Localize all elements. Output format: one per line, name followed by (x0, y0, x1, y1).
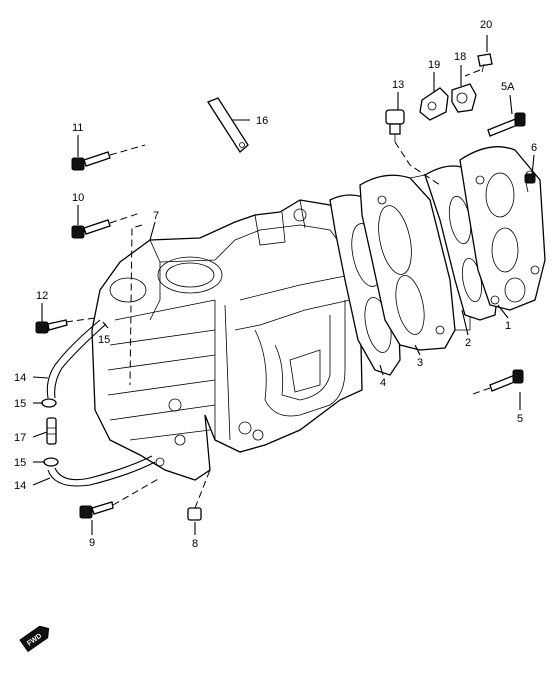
leader-11 (109, 144, 146, 156)
head-cover-1 (459, 146, 546, 311)
bolt-9 (79, 501, 114, 519)
callout-14-top: 14 (14, 372, 26, 384)
callout-16: 16 (256, 115, 268, 127)
callout-19: 19 (428, 59, 440, 71)
callout-leaders (32, 35, 535, 535)
clip-15-lower (43, 457, 59, 467)
bolt-5a (487, 112, 526, 137)
cover-19 (419, 87, 449, 121)
callout-11: 11 (72, 122, 83, 134)
callout-15-mid: 15 (14, 398, 26, 410)
nut-8 (187, 507, 202, 521)
cylinder-block (91, 199, 363, 481)
thermostat-13 (385, 109, 405, 142)
callout-2: 2 (465, 337, 471, 349)
leader-10 (109, 212, 141, 224)
callout-9: 9 (89, 537, 95, 549)
leader-5 (469, 387, 491, 396)
hose-14-upper (46, 319, 107, 399)
callout-7: 7 (153, 210, 159, 222)
callout-8: 8 (192, 538, 198, 550)
callout-labels: 20 19 18 13 5A 16 11 6 10 7 12 15 1 2 3 … (14, 19, 537, 550)
bolt-12 (35, 319, 68, 334)
callout-5: 5 (517, 413, 523, 425)
callout-1: 1 (505, 320, 511, 332)
bolt-20 (477, 53, 493, 73)
bolt-11 (71, 151, 111, 171)
leader-9 (112, 477, 161, 506)
callout-18: 18 (454, 51, 466, 63)
callout-20: 20 (480, 19, 492, 31)
callout-12: 12 (36, 290, 48, 302)
cover-18 (451, 83, 477, 113)
callout-3: 3 (417, 357, 423, 369)
bolt-10 (71, 219, 111, 239)
callout-5a: 5A (501, 81, 515, 93)
bolt-5 (489, 369, 524, 392)
callout-14-bottom: 14 (14, 480, 26, 492)
callout-6: 6 (531, 142, 537, 154)
callout-10: 10 (72, 192, 84, 204)
bolt-6 (524, 173, 536, 193)
leader-7 (129, 224, 143, 386)
leader-12 (65, 317, 96, 323)
joint-17 (46, 417, 57, 445)
callout-15-top: 15 (98, 334, 110, 346)
callout-13: 13 (392, 79, 404, 91)
anode-16 (207, 97, 249, 153)
callout-17: 17 (14, 432, 26, 444)
fwd-arrow-badge: FWD (19, 625, 50, 653)
leader-20 (464, 69, 481, 77)
leader-13 (394, 141, 441, 186)
hose-14-lower (47, 455, 156, 487)
callout-4: 4 (380, 377, 386, 389)
callout-15-low: 15 (14, 457, 26, 469)
leader-8 (194, 469, 211, 509)
clip-15-upper (41, 398, 57, 408)
